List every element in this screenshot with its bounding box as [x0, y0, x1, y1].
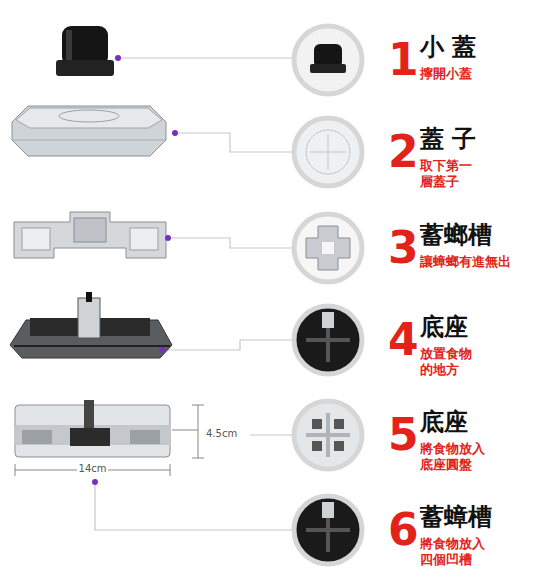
callout-number: 6 — [388, 508, 419, 552]
detail-circles — [294, 26, 362, 564]
part-note: 將食物放入 底座圓盤 — [420, 441, 515, 472]
lid-photo — [12, 106, 166, 156]
part-note: 擰開小蓋 — [420, 66, 515, 82]
callout-number: 2 — [388, 130, 419, 174]
callout-number: 5 — [388, 413, 419, 457]
part-note: 放置食物 的地方 — [420, 346, 515, 377]
callout-number: 3 — [388, 226, 419, 270]
part-note: 將食物放入 四個凹槽 — [420, 536, 515, 567]
dimension-lines — [15, 405, 204, 476]
part-name: 蓄蟑槽 — [420, 504, 492, 530]
part-name: 蓄螂槽 — [420, 222, 492, 248]
base-photo — [10, 292, 172, 358]
cap-photo — [56, 26, 114, 76]
part-name: 小 蓋 — [420, 34, 476, 60]
leader-dots — [92, 55, 178, 485]
part-name: 底座 — [420, 314, 468, 340]
part-name: 底座 — [420, 409, 468, 435]
part-name: 蓋 子 — [420, 126, 476, 152]
part-note: 取下第一 層蓋子 — [420, 158, 515, 189]
part-note: 讓蟑螂有進無出 — [420, 254, 515, 270]
tray-photo — [14, 212, 166, 258]
dimension-label: 4.5cm — [204, 428, 239, 440]
base-side-photo — [15, 400, 170, 457]
callout-number: 1 — [388, 38, 419, 82]
dimension-label: 14cm — [77, 463, 109, 475]
callout-number: 4 — [388, 318, 419, 362]
